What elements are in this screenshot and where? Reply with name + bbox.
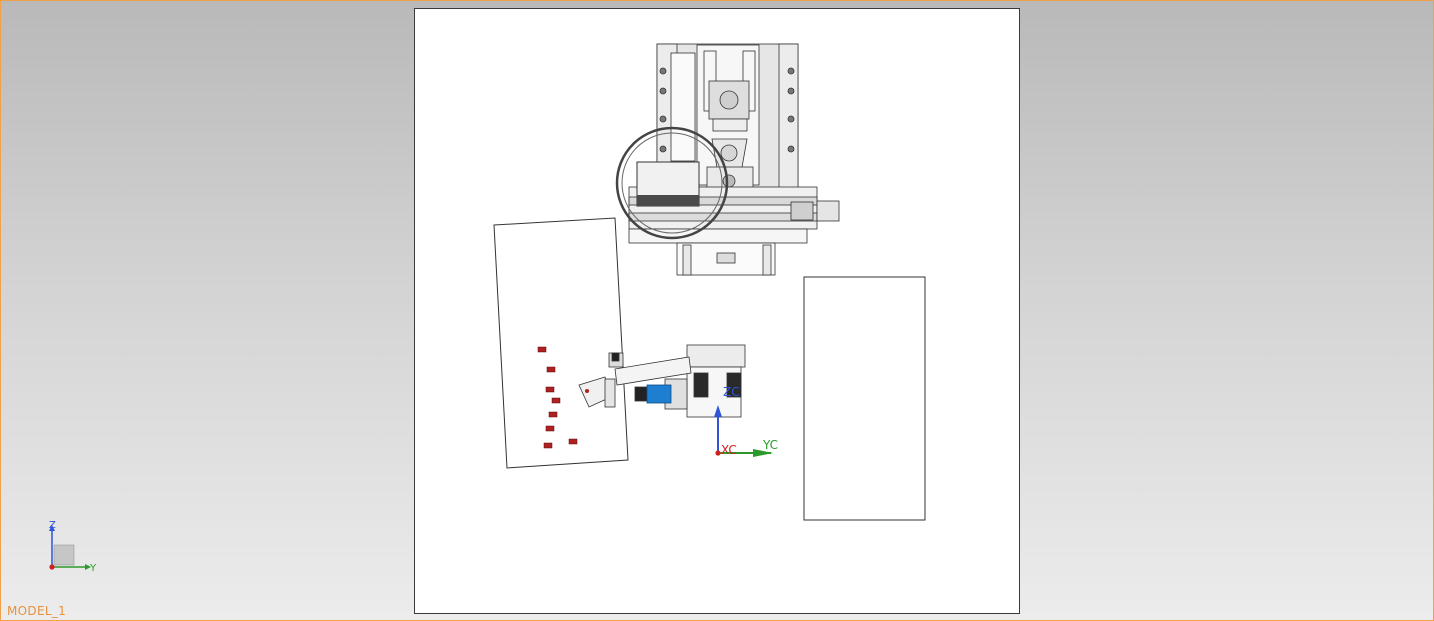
triad-origin — [49, 564, 55, 570]
yc-label: YC — [762, 438, 778, 452]
detail-circle[interactable] — [615, 126, 729, 240]
left-tray[interactable] — [493, 217, 629, 469]
triad-cube — [53, 544, 75, 566]
machine-base-assembly[interactable] — [628, 43, 840, 276]
right-tray[interactable] — [803, 276, 926, 521]
zc-label: ZC — [723, 385, 740, 399]
model-name-label: MODEL_1 — [7, 604, 67, 618]
triad-z-label: Z — [49, 520, 56, 531]
xc-label: XC — [721, 443, 737, 457]
red-parts[interactable] — [537, 346, 578, 449]
triad-y-label: Y — [89, 563, 97, 574]
view-triad: Z Y — [49, 520, 97, 574]
work-csys: ZC XC YC — [714, 385, 778, 457]
robot-arm[interactable] — [578, 344, 746, 418]
